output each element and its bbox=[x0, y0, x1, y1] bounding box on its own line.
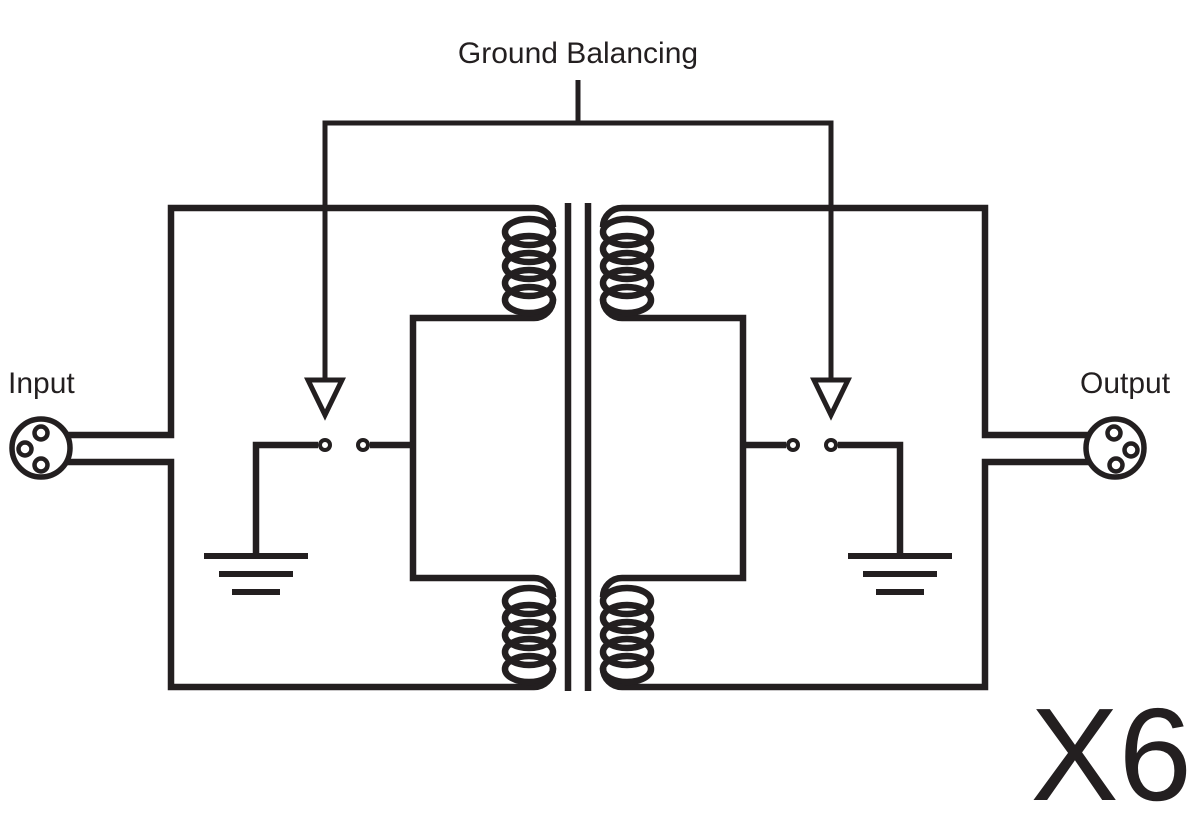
coil-loop bbox=[501, 601, 557, 635]
coil-loop bbox=[599, 635, 655, 669]
coil-lead bbox=[599, 298, 623, 322]
xlr-pin bbox=[32, 424, 50, 442]
coil-loop bbox=[501, 584, 557, 618]
coil-loop bbox=[501, 266, 557, 300]
coil-loop bbox=[599, 283, 655, 317]
switch-contact bbox=[824, 438, 838, 452]
left-lower-winding bbox=[501, 574, 557, 691]
coil-loop bbox=[599, 215, 655, 249]
coil-lead bbox=[599, 667, 623, 691]
coil-loop bbox=[599, 232, 655, 266]
coil-loop bbox=[501, 618, 557, 652]
output-xlr-connector-icon bbox=[1083, 416, 1147, 480]
coil-loop bbox=[599, 249, 655, 283]
right-switch-ground-wire bbox=[838, 441, 904, 556]
xlr-pin bbox=[1105, 424, 1123, 442]
coil-loop bbox=[599, 266, 655, 300]
coil-loop bbox=[501, 635, 557, 669]
switch-contact bbox=[786, 438, 800, 452]
coil-loop bbox=[599, 618, 655, 652]
coil-loop bbox=[501, 232, 557, 266]
xlr-shell bbox=[1083, 416, 1147, 480]
right-lower-winding bbox=[599, 574, 655, 691]
ground-balancing-bracket bbox=[304, 80, 852, 421]
multiplier-label: X6 bbox=[1031, 681, 1192, 819]
coil-loop bbox=[501, 215, 557, 249]
left-lower-wire bbox=[55, 458, 534, 691]
xlr-pin bbox=[16, 440, 34, 458]
transformer-core bbox=[564, 203, 592, 691]
coil-loop bbox=[501, 652, 557, 686]
diagram-title: Ground Balancing bbox=[458, 37, 698, 70]
coil-lead bbox=[533, 298, 557, 322]
right-transformer-windings bbox=[599, 204, 655, 691]
right-arrowhead-icon bbox=[810, 377, 852, 421]
left-arrowhead-icon bbox=[304, 377, 346, 421]
input-label: Input bbox=[8, 367, 75, 400]
right-ground-switch bbox=[743, 438, 904, 556]
switch-contact bbox=[356, 438, 370, 452]
left-ground-switch bbox=[252, 438, 413, 556]
xlr-shell bbox=[9, 416, 73, 480]
left-earth-ground-icon bbox=[204, 553, 308, 595]
xlr-pin bbox=[1122, 441, 1140, 459]
xlr-pin bbox=[1107, 456, 1125, 474]
left-center-tap-wire bbox=[409, 314, 534, 582]
coil-loop bbox=[501, 283, 557, 317]
switch-contact bbox=[318, 438, 332, 452]
right-earth-ground-icon bbox=[848, 553, 952, 595]
right-lower-wire bbox=[622, 458, 1101, 691]
coil-loop bbox=[501, 249, 557, 283]
left-switch-ground-wire bbox=[252, 441, 318, 556]
left-upper-wire bbox=[55, 204, 534, 439]
left-upper-winding bbox=[501, 204, 557, 322]
xlr-pin bbox=[32, 456, 50, 474]
right-upper-wire bbox=[622, 204, 1101, 439]
coil-loop bbox=[599, 584, 655, 618]
left-transformer-windings bbox=[501, 204, 557, 691]
bracket-span bbox=[322, 120, 834, 381]
output-label: Output bbox=[1080, 367, 1171, 400]
input-xlr-connector-icon bbox=[9, 416, 73, 480]
coil-loop bbox=[599, 652, 655, 686]
right-upper-winding bbox=[599, 204, 655, 322]
coil-lead bbox=[533, 667, 557, 691]
right-center-tap-wire bbox=[622, 314, 747, 582]
coil-loop bbox=[599, 601, 655, 635]
